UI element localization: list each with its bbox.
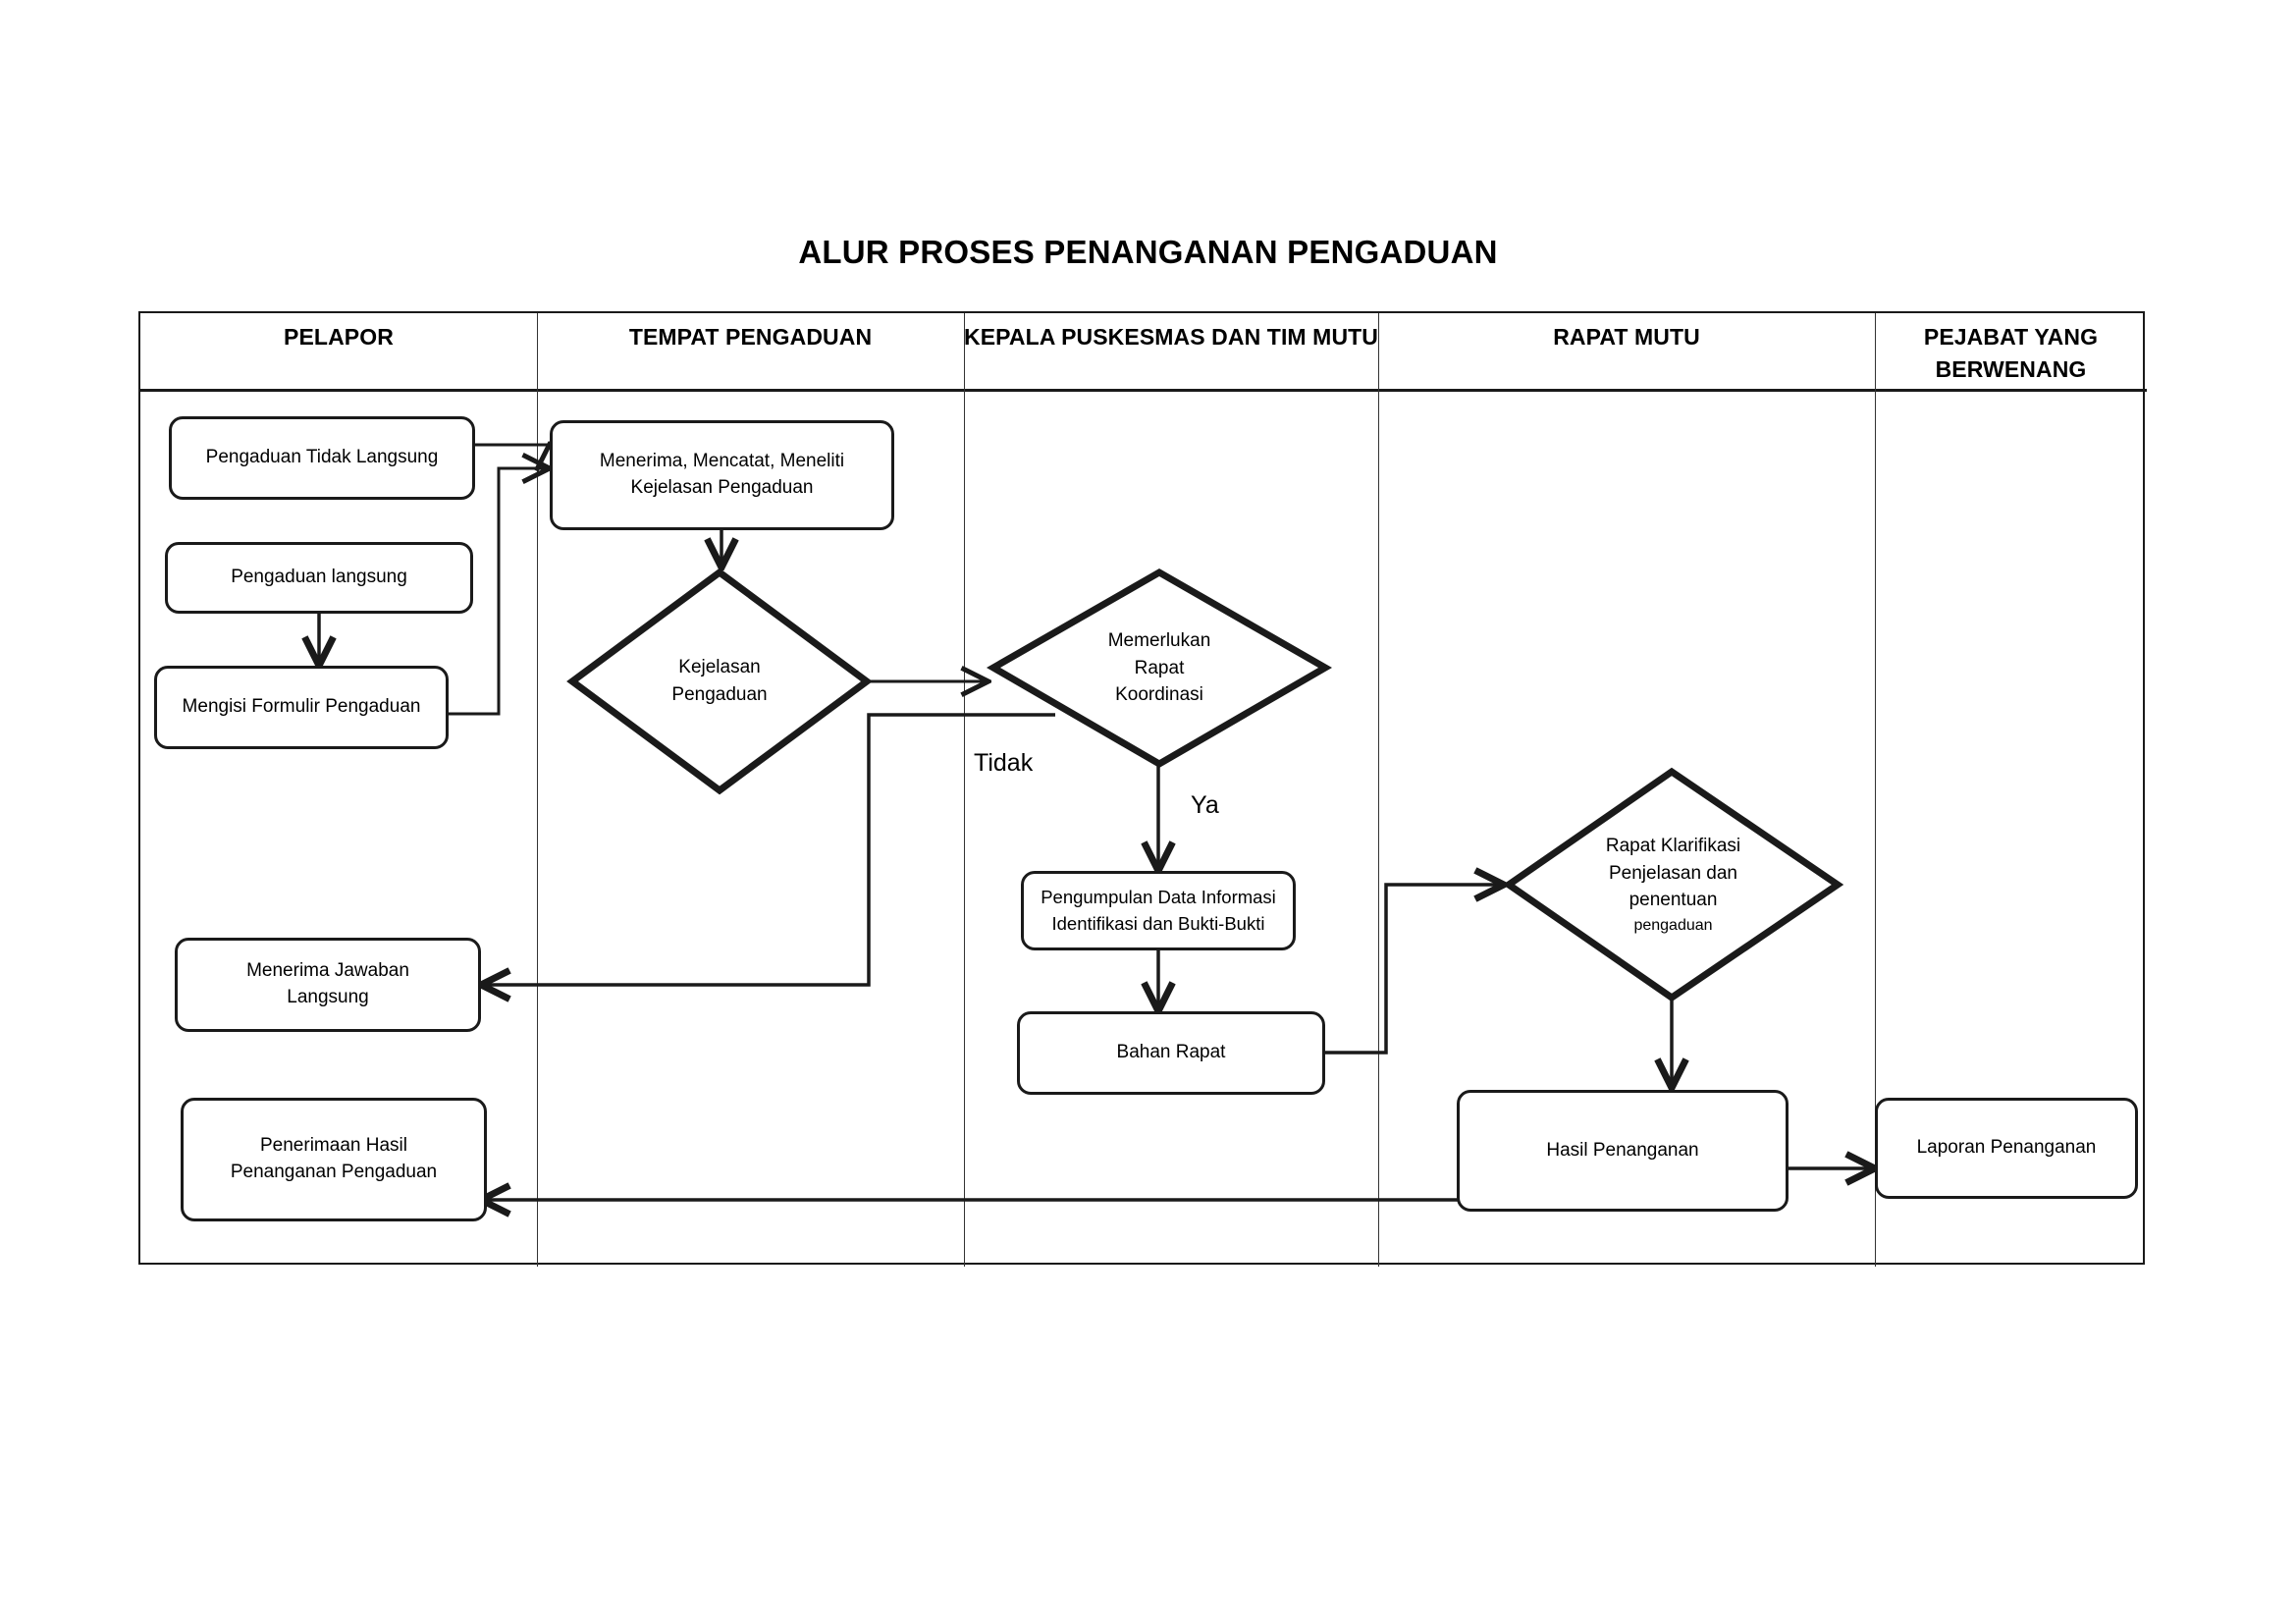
node-label-line-2: Kejelasan Pengaduan (630, 477, 814, 498)
lane-divider-1 (537, 313, 538, 1267)
edge-label-tidak: Tidak (974, 749, 1034, 777)
node-label-line-1: Penerimaan Hasil (260, 1135, 407, 1157)
lane-header-tempat-pengaduan: TEMPAT PENGADUAN (628, 324, 873, 350)
node-label: Penerimaan Hasil Penanganan Pengaduan (231, 1133, 437, 1186)
diamond-shape (986, 568, 1333, 769)
swimlane-frame: PELAPOR TEMPAT PENGADUAN KEPALA PUSKESMA… (138, 311, 2147, 1267)
node-label: Pengaduan langsung (231, 567, 407, 588)
node-label: Pengaduan Tidak Langsung (205, 447, 439, 468)
edge-label-ya: Ya (1191, 791, 1219, 819)
node-penerimaan-hasil-penanganan-pengaduan[interactable]: Penerimaan Hasil Penanganan Pengaduan (181, 1098, 487, 1221)
node-menerima-jawaban-langsung[interactable]: Menerima Jawaban Langsung (175, 938, 481, 1032)
node-label: Mengisi Formulir Pengaduan (182, 696, 421, 718)
diamond-shape (1502, 767, 1844, 1002)
node-mengisi-formulir-pengaduan[interactable]: Mengisi Formulir Pengaduan (154, 666, 449, 749)
lane-divider-2 (964, 313, 965, 1267)
node-hasil-penanganan[interactable]: Hasil Penanganan (1457, 1090, 1789, 1212)
node-label: Hasil Penanganan (1546, 1139, 1699, 1161)
decision-kejelasan-pengaduan[interactable]: Kejelasan Pengaduan (566, 568, 873, 795)
decision-rapat-klarifikasi[interactable]: Rapat Klarifikasi Penjelasan dan penentu… (1502, 767, 1844, 1002)
lane-header-pejabat-berwenang: PEJABAT YANG BERWENANG (1923, 324, 2099, 382)
node-label: Bahan Rapat (1116, 1042, 1226, 1063)
header-divider (140, 389, 2147, 392)
node-pengaduan-langsung[interactable]: Pengaduan langsung (165, 542, 473, 614)
node-pengaduan-tidak-langsung[interactable]: Pengaduan Tidak Langsung (169, 416, 475, 500)
lane-header-pelapor: PELAPOR (284, 324, 394, 350)
node-label-line-2: Identifikasi dan Bukti-Bukti (1051, 912, 1265, 934)
node-label-line-1: Menerima Jawaban (246, 960, 409, 982)
diamond-shape (566, 568, 873, 795)
lane-header-kepala-puskesmas: KEPALA PUSKESMAS DAN TIM MUTU (964, 324, 1379, 350)
node-label: Menerima, Mencatat, Meneliti Kejelasan P… (600, 449, 844, 502)
node-label-line-2: Langsung (287, 987, 369, 1007)
decision-memerlukan-rapat-koordinasi[interactable]: Memerlukan Rapat Koordinasi (986, 568, 1333, 769)
node-menerima-mencatat-meneliti[interactable]: Menerima, Mencatat, Meneliti Kejelasan P… (550, 420, 894, 530)
node-label-line-2: Penanganan Pengaduan (230, 1162, 438, 1182)
lane-divider-3 (1378, 313, 1379, 1267)
node-label: Laporan Penanganan (1916, 1137, 2097, 1159)
node-pengumpulan-data-informasi[interactable]: Pengumpulan Data Informasi Identifikasi … (1021, 871, 1296, 950)
node-label-line-1: Menerima, Mencatat, Meneliti (599, 451, 845, 472)
node-laporan-penanganan[interactable]: Laporan Penanganan (1875, 1098, 2138, 1199)
node-label-line-1: Pengumpulan Data Informasi (1041, 887, 1276, 908)
node-label: Menerima Jawaban Langsung (246, 958, 409, 1011)
page-title: ALUR PROSES PENANGANAN PENGADUAN (798, 234, 1498, 270)
node-bahan-rapat[interactable]: Bahan Rapat (1017, 1011, 1325, 1095)
lane-divider-4 (1875, 313, 1876, 1267)
lane-header-rapat-mutu: RAPAT MUTU (1553, 324, 1700, 350)
node-label: Pengumpulan Data Informasi Identifikasi … (1041, 885, 1276, 937)
